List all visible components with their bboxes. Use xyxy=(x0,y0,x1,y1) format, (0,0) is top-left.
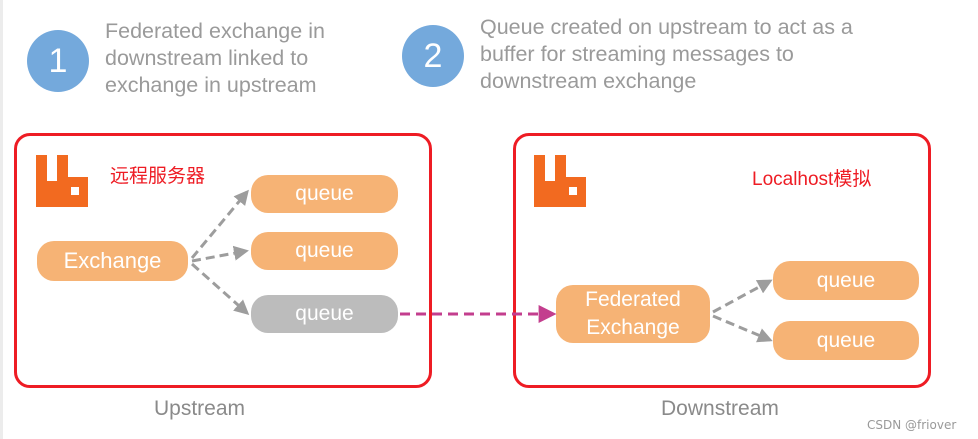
downstream-queue-label: queue xyxy=(816,328,876,352)
watermark: CSDN @friover xyxy=(867,418,957,432)
rabbitmq-logo-icon xyxy=(534,155,586,207)
step-1-circle: 1 xyxy=(27,30,89,92)
exchange-to-queue-arrow xyxy=(191,262,250,315)
federated-exchange-node: Federated Exchange xyxy=(556,285,710,343)
rabbitmq-logo-icon xyxy=(36,155,88,207)
downstream-queue-node: queue xyxy=(773,261,919,300)
downstream-queue-label: queue xyxy=(816,268,876,292)
step-1-number: 1 xyxy=(48,41,68,80)
step-2-description: Queue created on upstream to act as a bu… xyxy=(480,15,853,93)
exchange-to-queue-arrow xyxy=(190,189,249,259)
exchange-to-queue-arrow xyxy=(191,245,249,263)
downstream-region-label: Downstream xyxy=(661,397,779,420)
upstream-region-label: Upstream xyxy=(154,397,246,420)
federated-exchange-label: Federated Exchange xyxy=(585,288,681,339)
step-1-description: Federated exchange in downstream linked … xyxy=(105,19,325,97)
upstream-buffer-queue-label: queue xyxy=(295,302,354,325)
downstream-frame xyxy=(513,133,931,388)
upstream-queue-node: queue xyxy=(251,232,398,270)
downstream-queue-node: queue xyxy=(773,321,919,360)
upstream-server-label: 远程服务器 xyxy=(110,166,206,187)
federated-to-queue-arrow xyxy=(712,279,773,314)
upstream-queue-label: queue xyxy=(295,182,354,205)
upstream-frame xyxy=(14,133,432,388)
upstream-exchange-label: Exchange xyxy=(63,248,162,273)
step-2-circle: 2 xyxy=(402,25,464,87)
upstream-queue-label: queue xyxy=(295,239,354,262)
step-2-number: 2 xyxy=(423,36,443,75)
upstream-buffer-queue-node: queue xyxy=(251,295,398,333)
upstream-queue-node: queue xyxy=(251,175,398,213)
upstream-exchange-node: Exchange xyxy=(37,241,188,281)
federated-to-queue-arrow xyxy=(712,314,773,343)
left-edge-divider xyxy=(0,0,3,439)
downstream-server-label: Localhost模拟 xyxy=(752,169,872,190)
